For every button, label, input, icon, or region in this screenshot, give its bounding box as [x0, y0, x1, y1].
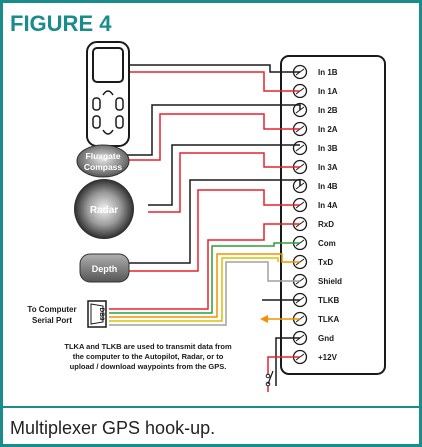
tlka-arrow-icon: [260, 315, 268, 323]
wires: [109, 64, 301, 392]
wire-radar-red: [148, 152, 300, 213]
terminal-label: In 2B: [318, 106, 338, 115]
wire-computer-green: [109, 242, 300, 314]
compass-label: Compass: [84, 162, 123, 172]
terminal-label: RxD: [318, 220, 334, 229]
terminal-slot: [295, 144, 305, 152]
wire-computer-red: [109, 223, 300, 310]
terminal-label: In 4A: [318, 201, 338, 210]
depth-sounder-icon: Depth: [79, 253, 130, 283]
radar-icon: Radar: [74, 179, 134, 239]
terminal-label: In 4B: [318, 182, 338, 191]
computer-label-line1: To Computer: [27, 305, 76, 314]
note-line-3: upload / download waypoints from the GPS…: [70, 362, 227, 371]
wire-gps-black: [126, 64, 300, 73]
depth-label: Depth: [92, 264, 118, 274]
terminal-label: TxD: [318, 258, 333, 267]
wire-computer-yellow: [109, 257, 279, 322]
db9-connector-icon: DB9: [87, 300, 107, 328]
multiplexer-block: [280, 55, 386, 375]
terminal-label: In 3A: [318, 163, 338, 172]
terminal-label: +12V: [318, 353, 338, 362]
gps-device-icon: [86, 41, 130, 147]
note-line-1: TLKA and TLKB are used to transmit data …: [64, 342, 232, 351]
wire-compass-red: [125, 113, 300, 161]
computer-label-line2: Serial Port: [32, 316, 72, 325]
terminal-label: TLKB: [318, 296, 340, 305]
wire-compass-black: [125, 104, 301, 156]
terminal-strip: In 1B In 1A In 2B In 2A In 3B In 3A In 4B In 4A…: [292, 64, 342, 365]
fluxgate-label: Fluxgate: [86, 151, 121, 161]
wire-gps-red: [126, 71, 300, 92]
fluxgate-compass-icon: Fluxgate Compass: [76, 144, 130, 178]
wire-computer-gray: [109, 261, 300, 326]
wire-depth-red: [129, 189, 300, 272]
wire-radar-black: [148, 144, 300, 206]
figure-title: FIGURE 4: [10, 11, 112, 36]
terminal-label: In 3B: [318, 144, 338, 153]
terminal-label: In 1A: [318, 87, 338, 96]
terminal-label: Com: [318, 239, 336, 248]
wire-computer-orange: [109, 253, 300, 318]
db9-label: DB9: [98, 307, 105, 320]
radar-label: Radar: [90, 205, 118, 216]
terminal-label: Shield: [318, 277, 342, 286]
note-line-2: the computer to the Autopilot, Radar, or…: [73, 352, 224, 361]
wire-depth-black: [129, 179, 301, 264]
power-switch-icon: [265, 370, 274, 387]
figure-caption: Multiplexer GPS hook-up.: [10, 418, 215, 438]
wire-12v: [267, 356, 300, 376]
terminal-label: In 1B: [318, 68, 338, 77]
wire-gnd: [275, 337, 300, 386]
terminal-label: TLKA: [318, 315, 340, 324]
terminal-label: In 2A: [318, 125, 338, 134]
terminal-label: Gnd: [318, 334, 334, 343]
